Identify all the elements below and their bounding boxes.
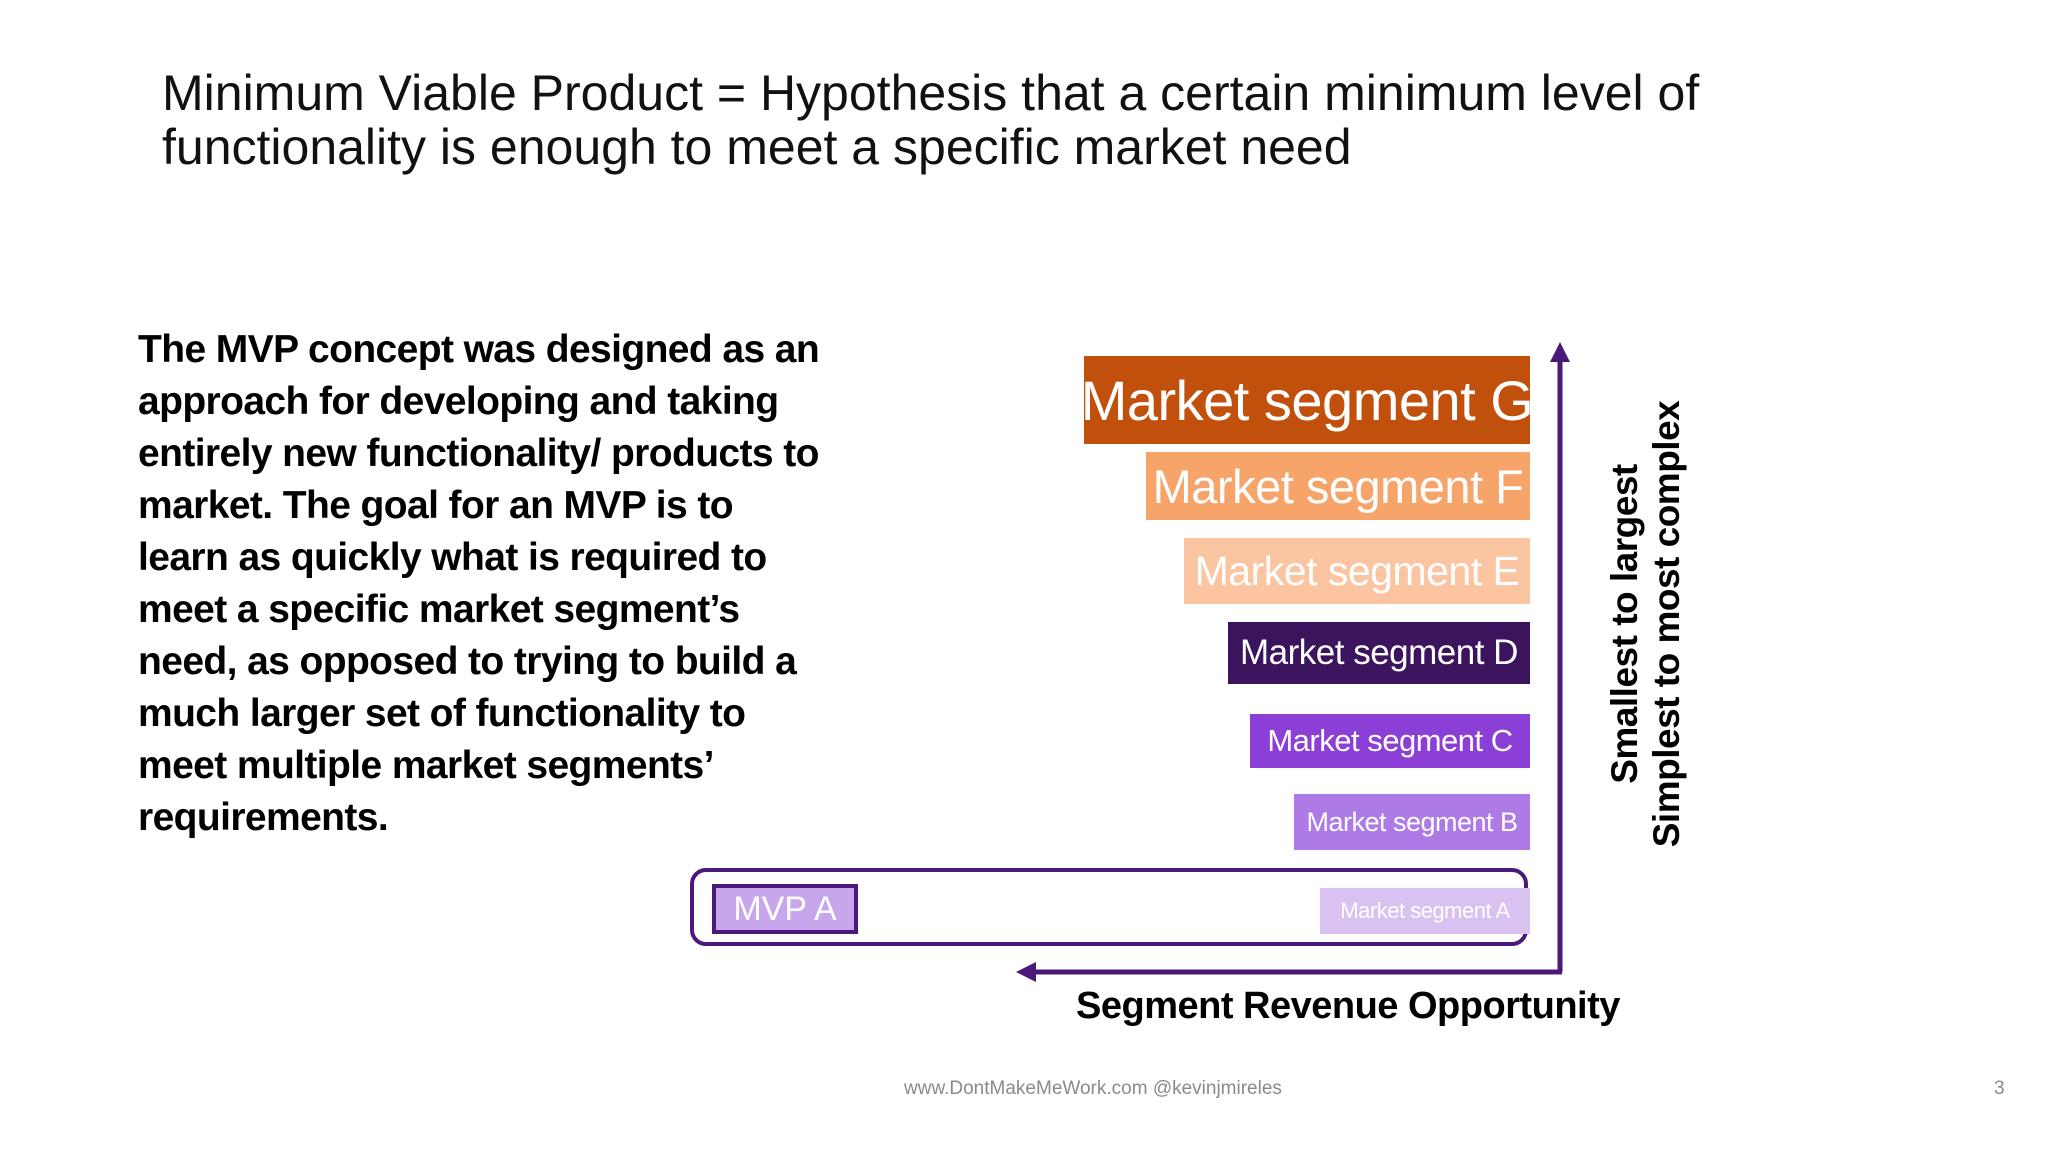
market-segment-a: Market segment A (1320, 888, 1530, 934)
segment-label: Market segment C (1267, 723, 1513, 758)
segment-label: Market segment F (1152, 459, 1524, 513)
body-line: meet a specific market segment’s (138, 588, 740, 631)
market-segment-g: Market segment G (1081, 356, 1534, 444)
market-segment-c: Market segment C (1250, 714, 1530, 768)
segment-label: Market segment B (1306, 806, 1518, 837)
segment-label: Market segment E (1194, 547, 1520, 594)
market-segment-e: Market segment E (1184, 538, 1530, 604)
segment-label: Market segment D (1240, 633, 1518, 672)
market-segment-f: Market segment F (1146, 452, 1530, 520)
mvp-a-box: MVP A (712, 884, 858, 934)
vertical-axis-label-line-1: Smallest to largest (1604, 464, 1645, 784)
body-line: The MVP concept was designed as an (138, 328, 820, 371)
body-line: entirely new functionality/ products to (138, 432, 819, 475)
market-segment-b: Market segment B (1294, 794, 1530, 850)
vertical-axis-arrowhead (1550, 342, 1570, 362)
segment-label: Market segment G (1080, 368, 1534, 432)
title-line-1: Minimum Viable Product = Hypothesis that… (162, 65, 1700, 121)
body-line: much larger set of functionality to (138, 692, 746, 735)
title-line-2: functionality is enough to meet a specif… (162, 119, 1352, 175)
body-line: requirements. (138, 796, 389, 839)
body-line: meet multiple market segments’ (138, 744, 714, 787)
horizontal-axis-label: Segment Revenue Opportunity (1076, 985, 1620, 1027)
horizontal-axis-arrowhead (1016, 962, 1036, 982)
body-paragraph: The MVP concept was designed as an appro… (138, 324, 820, 844)
body-line: market. The goal for an MVP is to (138, 484, 734, 527)
vertical-axis-label-line-2: Simplest to most complex (1646, 400, 1687, 848)
body-line: learn as quickly what is required to (138, 536, 767, 579)
segment-label: Market segment A (1340, 898, 1510, 923)
body-line: approach for developing and taking (138, 380, 779, 423)
market-segment-d: Market segment D (1228, 622, 1530, 684)
footer-source: www.DontMakeMeWork.com @kevinjmireles (904, 1078, 1282, 1099)
slide-title: Minimum Viable Product = Hypothesis that… (162, 66, 1802, 174)
mvp-a-label: MVP A (733, 889, 837, 928)
body-line: need, as opposed to trying to build a (138, 640, 797, 683)
page-number: 3 (1994, 1078, 2005, 1099)
